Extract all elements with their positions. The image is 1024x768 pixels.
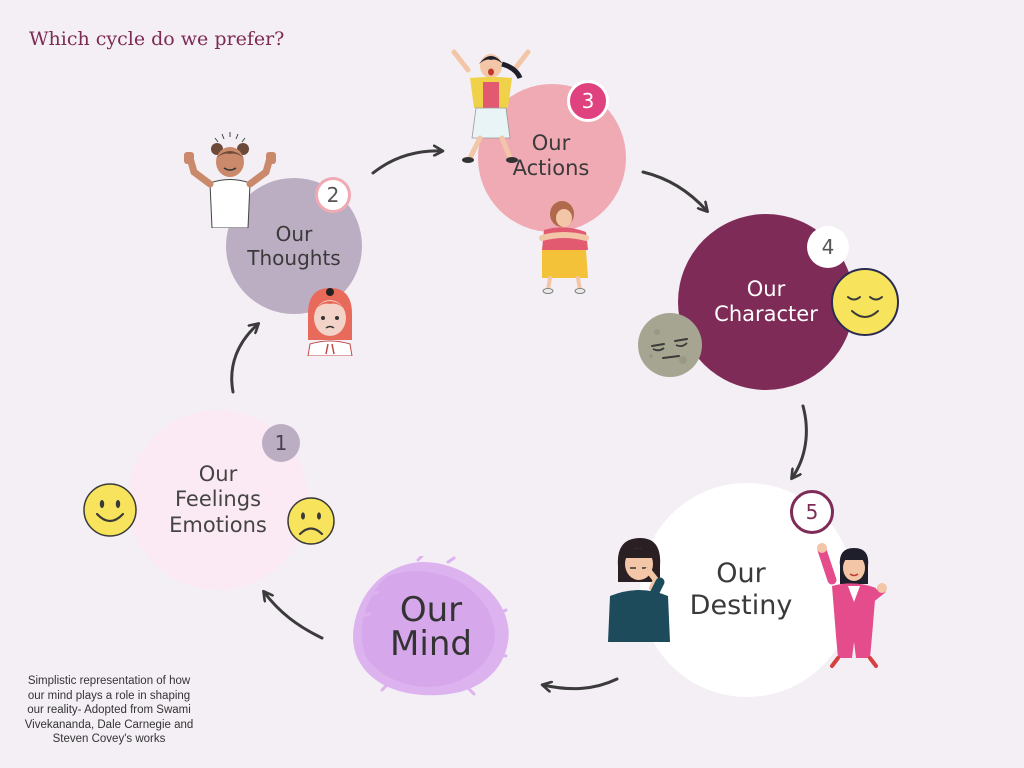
badge-5: 5 (790, 490, 834, 534)
feelings-label-line2: Feelings (169, 487, 267, 512)
tired-woman-illustration (604, 536, 674, 642)
arrow-actions-to-character (643, 172, 707, 211)
footnote-caption: Simplistic representation of how our min… (18, 674, 200, 747)
feelings-label-line1: Our (169, 462, 267, 487)
badge-2: 2 (315, 177, 351, 213)
page-title: Which cycle do we prefer? (29, 28, 284, 50)
jumping-woman-illustration (446, 48, 536, 164)
arrow-mind-to-feelings (264, 592, 322, 638)
destiny-label-line2: Destiny (690, 590, 793, 622)
arrow-destiny-to-mind (543, 679, 617, 689)
badge-3: 3 (567, 80, 609, 122)
feelings-label-line3: Emotions (169, 513, 267, 538)
badge-1: 1 (262, 424, 300, 462)
worried-girl-illustration (300, 284, 360, 356)
celebrating-woman-illustration (814, 542, 888, 672)
badge-4: 4 (807, 226, 849, 268)
arrow-thoughts-to-actions (373, 151, 442, 173)
mind-blob: Our Mind (348, 556, 514, 698)
sad-sitting-girl-illustration (534, 198, 594, 294)
character-label-line1: Our (714, 277, 818, 302)
happy-smiley-icon (82, 482, 138, 538)
arrow-character-to-destiny (792, 406, 806, 478)
mind-label-line1: Our (400, 593, 462, 627)
destiny-label-line1: Our (690, 558, 793, 590)
arrow-feelings-to-thoughts (232, 324, 258, 392)
content-smiley-icon (830, 267, 900, 337)
thumbs-up-girl-illustration (180, 128, 280, 228)
thoughts-label-line2: Thoughts (247, 246, 340, 270)
unimpressed-face-icon (637, 312, 703, 378)
mind-label-line2: Mind (390, 627, 472, 661)
sad-smiley-icon (286, 496, 336, 546)
character-label-line2: Character (714, 302, 818, 327)
